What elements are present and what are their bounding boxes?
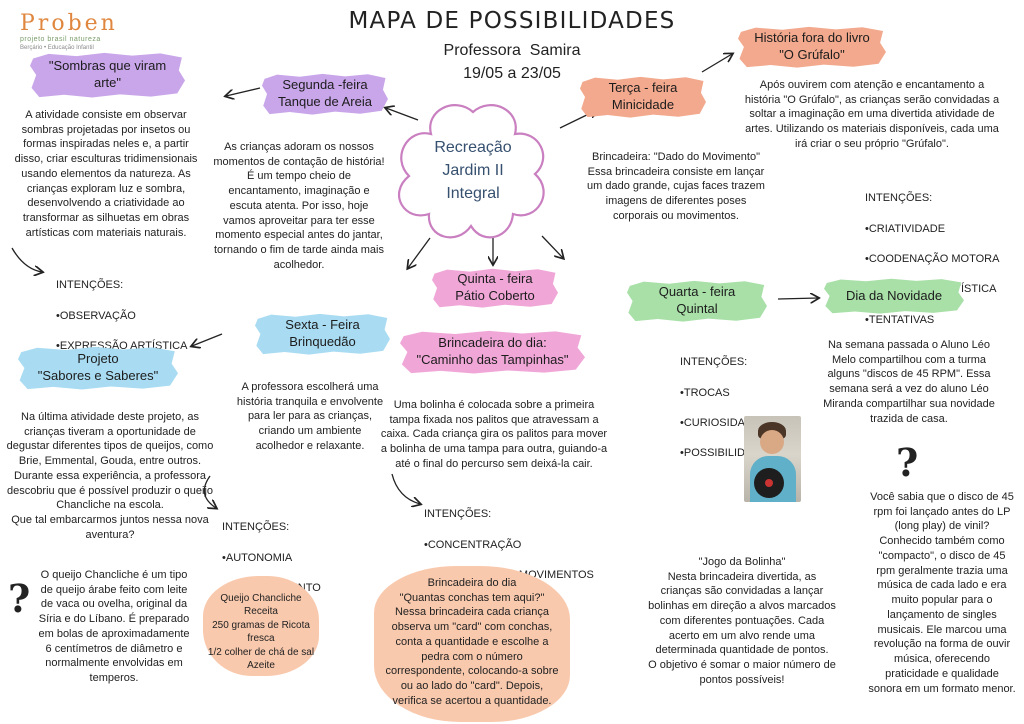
logo-tagline: projeto brasil natureza (20, 36, 101, 43)
student-photo (744, 416, 801, 502)
arrow-sombras-intentions (11, 247, 42, 272)
disco-fact-text: Você sabia que o disco de 45 rpm foi lan… (868, 491, 1016, 695)
arrow-quinta-intentions (391, 473, 420, 504)
conchas-text: Brincadeira do dia "Quantas conchas tem … (385, 577, 559, 707)
intention-item: •CRIATIVIDADE (865, 222, 946, 235)
intention-item: •AUTONOMIA (222, 551, 293, 564)
intention-item: •TENTATIVAS (865, 313, 935, 326)
projeto-title: Projeto "Sabores e Saberes" (18, 346, 178, 390)
sexta-intentions-title: INTENÇÕES: (222, 521, 290, 534)
arrow-to-projeto (192, 333, 223, 346)
quarta-intentions-title: INTENÇÕES: (680, 356, 748, 369)
recipe-background (203, 576, 319, 676)
sombras-intentions-title: INTENÇÕES: (56, 279, 124, 292)
question-icon-novidade: ? (896, 440, 919, 485)
day-label-terca: Terça - feira Minicidade (580, 76, 706, 118)
chancliche-fact: O queijo Chancliche é um tipo de queijo … (38, 569, 190, 685)
segunda-story-text: As crianças adoram os nossos momentos de… (213, 141, 385, 271)
novidade-text: Na semana passada o Aluno Léo Melo compa… (823, 339, 995, 425)
arrow-sexta-intentions (203, 475, 216, 508)
arrow-to-grufalo (701, 54, 732, 73)
day-label-quarta: Quarta - feira Quintal (627, 280, 767, 322)
question-icon: ? (8, 576, 31, 621)
grufalo-text: Após ouvirem com atenção e encantamento … (744, 79, 1000, 150)
teacher-name: Professora Samira (443, 42, 581, 59)
sombras-text: A atividade consiste em observar sombras… (14, 109, 198, 239)
intention-item: •CURIOSIDADE (680, 416, 761, 429)
arrow-to-segunda (386, 108, 419, 121)
intention-item: •CONCENTRAÇÃO (424, 538, 522, 551)
day-label-sexta: Sexta - Feira Brinquedão (255, 313, 390, 355)
arrow-to-dado (541, 235, 563, 258)
tampinhas-title: Brincadeira do dia: "Caminho das Tampinh… (400, 330, 585, 374)
logo-subtagline: Berçário • Educação Infantil (20, 45, 94, 51)
tampinhas-text: Uma bolinha é colocada sobre a primeira … (380, 399, 608, 470)
terca-dado-text: Brincadeira: "Dado do Movimento" Essa br… (587, 151, 765, 222)
projeto-text: Na última atividade deste projeto, as cr… (6, 411, 214, 541)
page-title: MAPA DE POSSIBILIDADES (348, 8, 676, 34)
jogo-bolinha-text: "Jogo da Bolinha" Nesta brincadeira dive… (648, 556, 836, 686)
quinta-intentions-title: INTENÇÕES: (424, 508, 492, 521)
arrow-to-novidade (777, 298, 818, 299)
school-logo: Proben projeto brasil natureza Berçário … (20, 12, 130, 52)
grufalo-intentions-title: INTENÇÕES: (865, 192, 933, 205)
grufalo-intentions: INTENÇÕES: •CRIATIVIDADE •COODENAÇÃO MOT… (865, 176, 1015, 343)
arrow-to-sombras (226, 87, 261, 96)
recipe-text: Queijo Chancliche Receita 250 gramas de … (207, 593, 315, 671)
center-label: Recreação Jardim II Integral (434, 139, 512, 203)
grufalo-title: História fora do livro "O Grúfalo" (738, 26, 886, 68)
intention-item: •COODENAÇÃO MOTORA (865, 252, 1000, 265)
sombras-title: "Sombras que viram arte" (30, 52, 185, 98)
day-label-quinta: Quinta - feira Pátio Coberto (432, 268, 558, 308)
photo-record-label (765, 479, 773, 487)
arrow-to-quinta-left (408, 237, 431, 268)
sexta-story-text: A professora escolherá uma história tran… (236, 381, 384, 452)
logo-name: Proben (20, 11, 118, 36)
photo-face (760, 430, 784, 454)
center-flower-shape (397, 104, 545, 239)
week-dates: 19/05 a 23/05 (463, 65, 561, 82)
novidade-title: Dia da Novidade (824, 278, 964, 314)
conchas-background (374, 566, 570, 722)
intention-item: •OBSERVAÇÃO (56, 309, 136, 322)
day-label-segunda: Segunda -feira Tanque de Areia (262, 73, 388, 115)
intention-item: •TROCAS (680, 386, 730, 399)
